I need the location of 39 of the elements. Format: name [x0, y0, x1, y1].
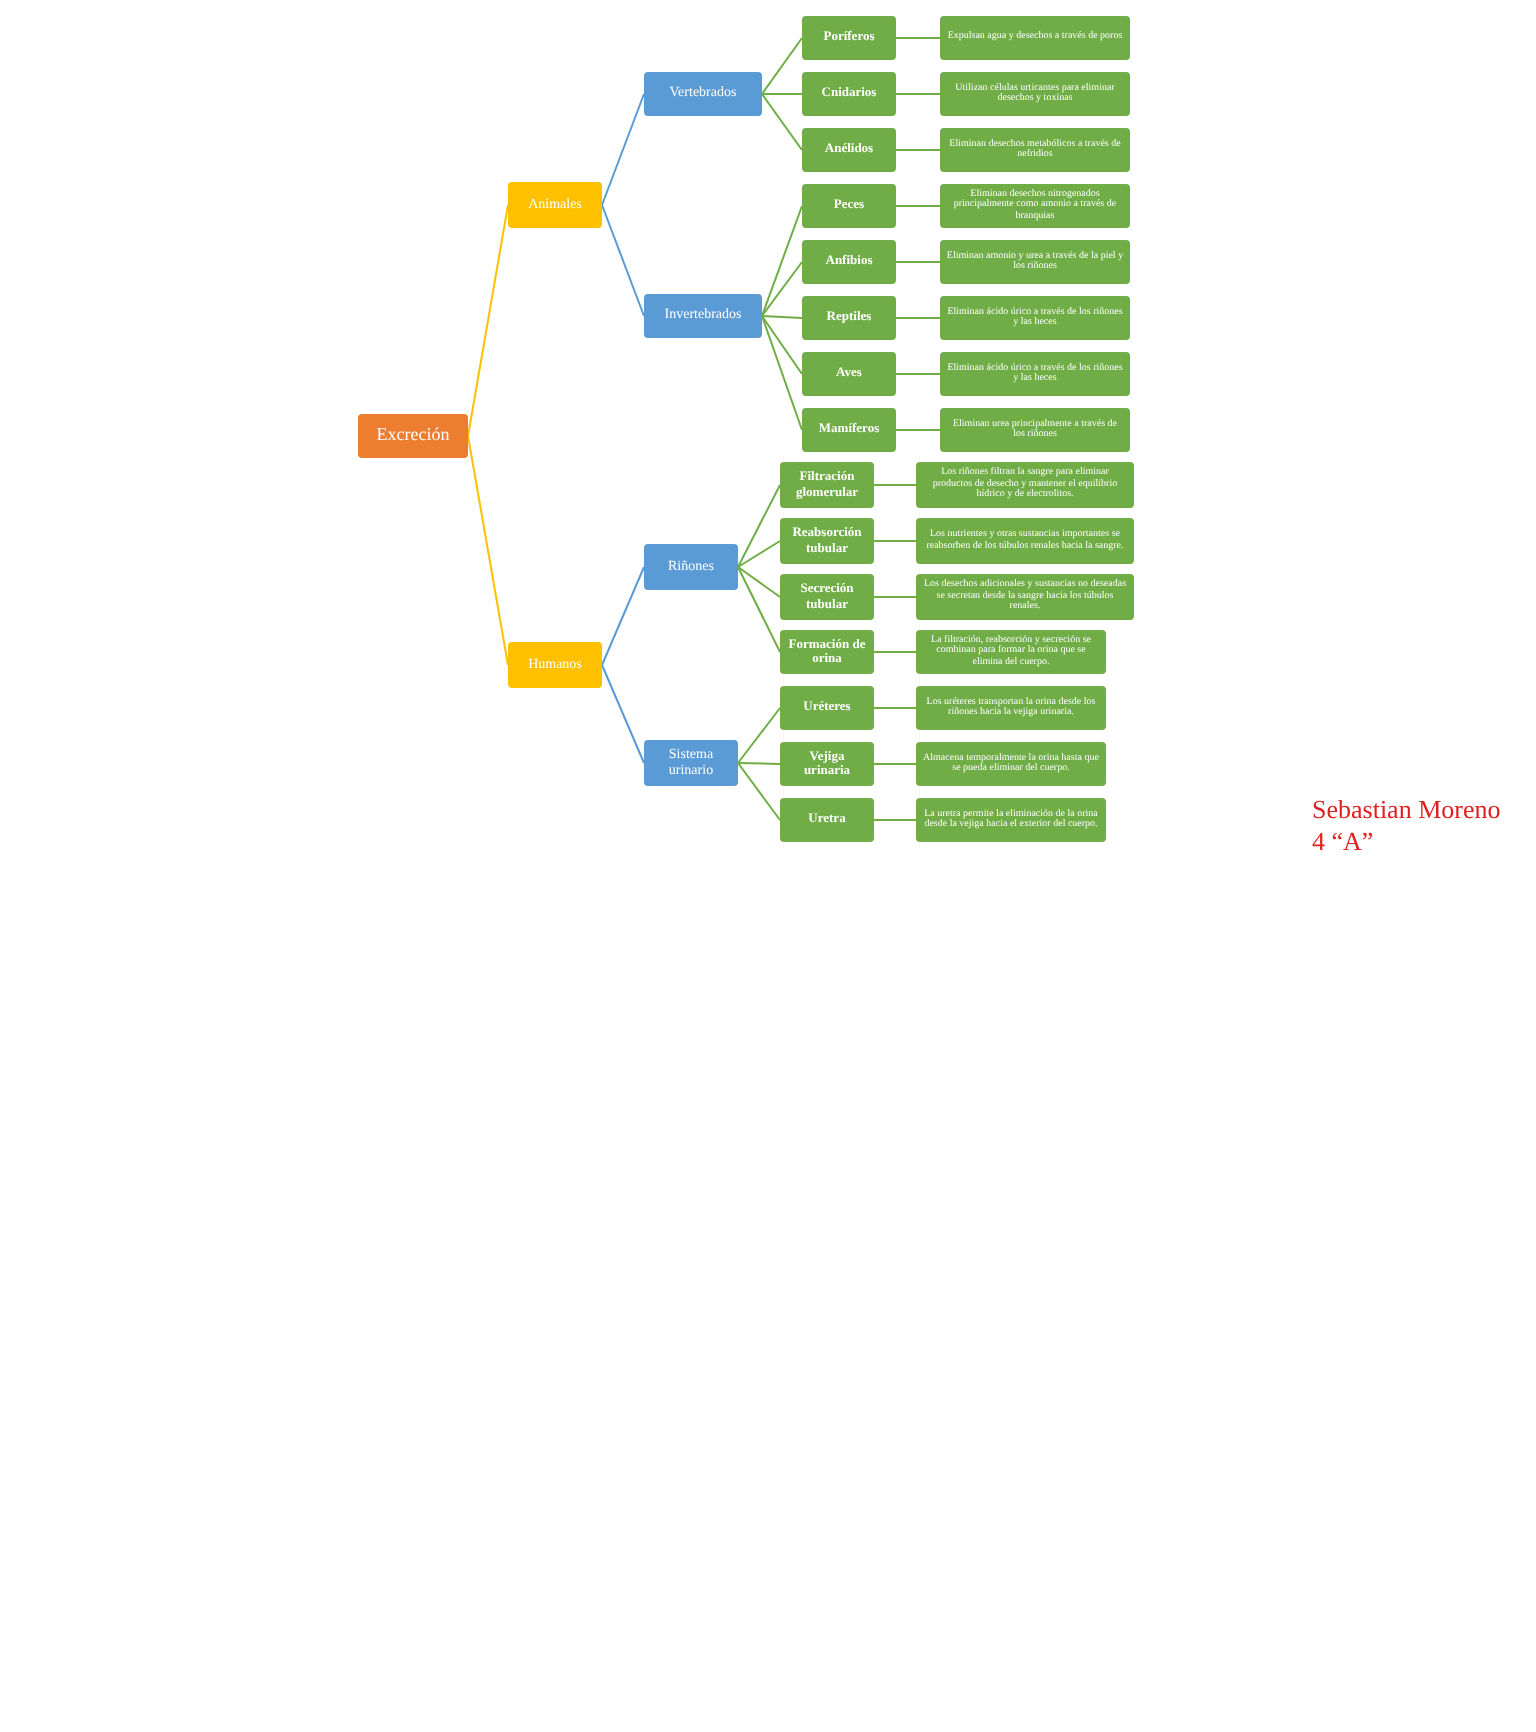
connector-line	[761, 93, 803, 151]
connector-line	[761, 205, 803, 317]
connector-line	[761, 93, 803, 95]
author-note: 4 “A”	[1312, 826, 1374, 858]
connector-line	[873, 819, 917, 821]
connector-line	[737, 566, 781, 598]
connector-line	[873, 484, 917, 486]
connector-line	[737, 566, 781, 653]
author-note: Sebastian Moreno	[1312, 794, 1501, 826]
connector-line	[895, 261, 941, 263]
connector-line	[895, 429, 941, 431]
connector-line	[895, 317, 941, 319]
connector-line	[873, 596, 917, 598]
connector-line	[601, 93, 645, 206]
connector-line	[737, 762, 781, 765]
connector-line	[601, 566, 645, 666]
connector-line	[895, 93, 941, 95]
connector-line	[761, 315, 803, 431]
connector-line	[761, 315, 803, 375]
connector-line	[737, 707, 781, 764]
connector-line	[873, 707, 917, 709]
connector-line	[873, 763, 917, 765]
connector-line	[895, 373, 941, 375]
connector-line	[737, 484, 781, 568]
connector-line	[601, 204, 645, 317]
connector-line	[873, 540, 917, 542]
connector-line	[895, 205, 941, 207]
connector-line	[737, 762, 781, 821]
topic-box: Excreción	[358, 414, 468, 458]
connector-line	[895, 149, 941, 151]
connector-line	[737, 540, 781, 568]
connector-line	[895, 37, 941, 39]
connector-line	[467, 435, 509, 666]
connector-line	[761, 37, 803, 95]
connector-line	[601, 664, 645, 764]
connector-line	[873, 651, 917, 653]
connector-line	[467, 204, 509, 437]
connector-line	[761, 261, 803, 317]
connector-line	[761, 315, 803, 319]
